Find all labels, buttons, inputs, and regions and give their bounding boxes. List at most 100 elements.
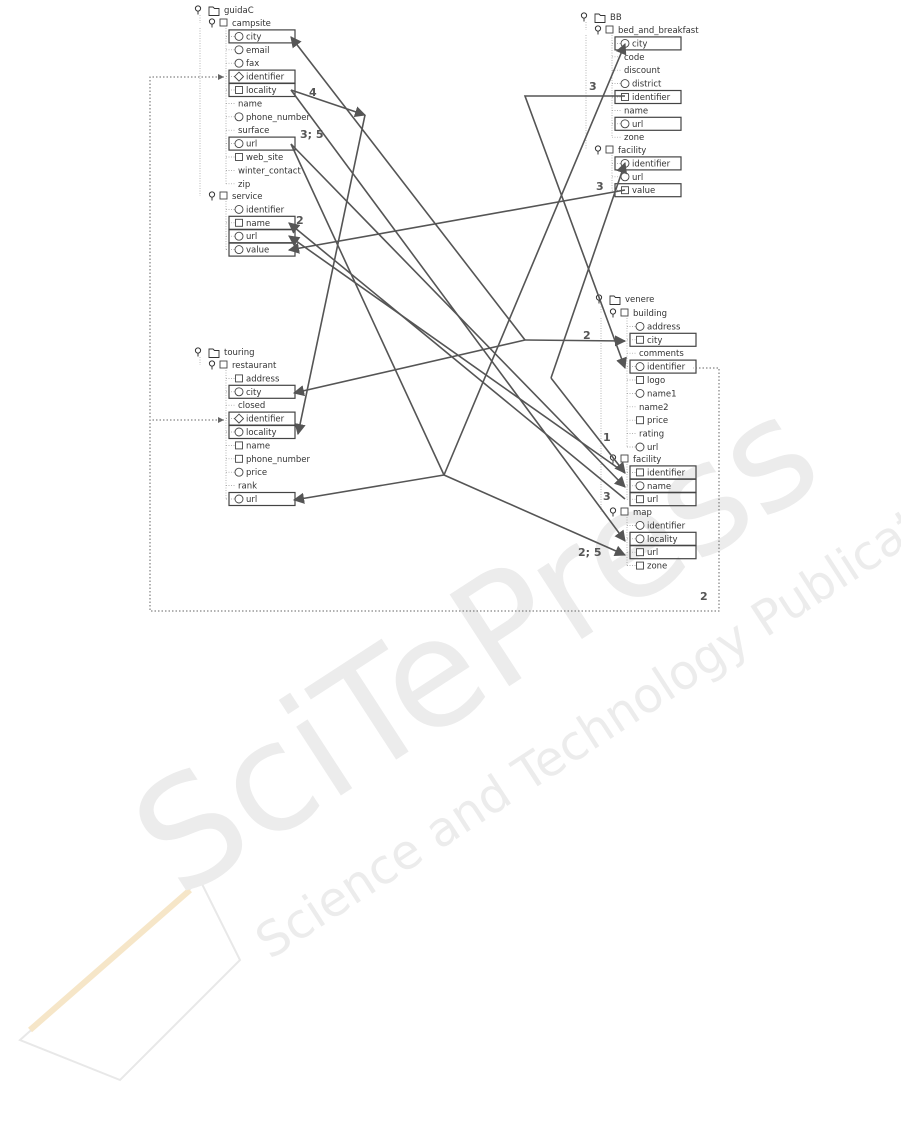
field-building-price[interactable]: price: [627, 416, 668, 426]
annotation-number: 1: [603, 431, 611, 444]
field-restaurant-name[interactable]: name: [226, 441, 270, 451]
field-label: discount: [624, 66, 661, 76]
field-service-value[interactable]: value: [226, 242, 296, 257]
field-label: surface: [238, 126, 269, 136]
field-campsite-email[interactable]: email: [226, 45, 269, 56]
field-restaurant-closed[interactable]: closed: [226, 401, 265, 411]
attribute-circle-icon: [635, 388, 645, 398]
field-building-name1[interactable]: name1: [627, 388, 677, 399]
field-building-identifier[interactable]: identifier: [627, 359, 697, 374]
field-restaurant-phone-number[interactable]: phone_number: [226, 455, 311, 465]
schema-tree-touring: touringrestaurantaddresscityclosedidenti…: [194, 347, 311, 507]
field-bed-and-breakfast-discount[interactable]: discount: [612, 66, 661, 76]
field-bed-and-breakfast-zone[interactable]: zone: [612, 133, 644, 143]
expand-pin-icon[interactable]: [594, 25, 602, 35]
field-map-zone[interactable]: zone: [627, 562, 667, 572]
attribute-circle-icon: [234, 387, 244, 397]
field-facility-url[interactable]: url: [627, 492, 697, 507]
field-bed-and-breakfast-district[interactable]: district: [612, 79, 662, 90]
field-building-url[interactable]: url: [627, 442, 658, 453]
field-facility-url[interactable]: url: [612, 172, 643, 183]
attribute-circle-icon: [234, 231, 244, 241]
field-bed-and-breakfast-city[interactable]: city: [612, 36, 682, 51]
field-campsite-phone-number[interactable]: phone_number: [226, 112, 311, 123]
arrow-to-restaurant-locality: [294, 114, 366, 436]
field-service-url[interactable]: url: [226, 229, 296, 244]
field-building-city[interactable]: city: [627, 332, 697, 347]
attribute-circle-icon: [234, 467, 244, 477]
field-campsite-identifier[interactable]: identifier: [226, 69, 296, 84]
element-square-icon: [219, 360, 228, 369]
field-service-identifier[interactable]: identifier: [226, 204, 285, 215]
field-building-logo[interactable]: logo: [627, 376, 665, 386]
field-campsite-zip[interactable]: zip: [226, 180, 250, 190]
field-campsite-winter-contact[interactable]: winter_contact: [226, 166, 301, 176]
expand-pin-icon[interactable]: [208, 18, 216, 28]
field-bed-and-breakfast-name[interactable]: name: [612, 106, 648, 116]
annotation-number: 4: [309, 86, 317, 99]
folder-icon: [594, 13, 606, 23]
tree-root-label: BB: [610, 13, 622, 23]
field-restaurant-price[interactable]: price: [226, 467, 267, 478]
field-campsite-url[interactable]: url: [226, 136, 296, 151]
field-label: name: [246, 441, 270, 451]
expand-pin-icon[interactable]: [594, 145, 602, 155]
mapping-arrows: [287, 36, 628, 557]
attribute-circle-icon: [234, 31, 244, 41]
annotation-number: 3: [596, 180, 604, 193]
attribute-circle-icon: [234, 427, 244, 437]
arrow-to-service-name: [288, 222, 626, 500]
arrow-url-to-facility-url: [290, 143, 626, 488]
field-label: web_site: [246, 153, 283, 163]
field-restaurant-url[interactable]: url: [226, 491, 296, 507]
expand-pin-icon[interactable]: [194, 347, 202, 357]
selected-field-box: [228, 136, 296, 151]
field-restaurant-address[interactable]: address: [226, 374, 280, 384]
field-campsite-city[interactable]: city: [226, 29, 296, 44]
expand-pin-icon[interactable]: [194, 5, 202, 15]
field-restaurant-city[interactable]: city: [226, 384, 296, 399]
attribute-circle-icon: [234, 494, 244, 504]
field-campsite-surface[interactable]: surface: [226, 126, 269, 136]
field-restaurant-identifier[interactable]: identifier: [226, 411, 296, 426]
expand-pin-icon[interactable]: [208, 360, 216, 370]
field-service-name[interactable]: name: [226, 215, 296, 230]
field-bed-and-breakfast-url[interactable]: url: [612, 116, 682, 131]
field-label: url: [246, 232, 257, 242]
field-label: email: [246, 46, 269, 56]
folder-icon: [609, 295, 621, 305]
field-bed-and-breakfast-identifier[interactable]: identifier: [612, 89, 682, 105]
field-campsite-web-site[interactable]: web_site: [226, 153, 283, 163]
tree-group-label: campsite: [232, 19, 271, 29]
field-map-identifier[interactable]: identifier: [627, 520, 686, 531]
field-building-rating[interactable]: rating: [627, 430, 664, 440]
expand-pin-icon[interactable]: [208, 191, 216, 201]
field-building-comments[interactable]: comments: [627, 349, 684, 359]
field-label: name: [647, 482, 671, 492]
element-square-icon: [620, 507, 629, 516]
attribute-square-icon: [235, 441, 243, 450]
field-restaurant-locality[interactable]: locality: [226, 424, 296, 440]
arrow-to-building-city: [524, 335, 627, 347]
tree-group-label: service: [232, 192, 262, 202]
field-campsite-locality[interactable]: locality: [226, 82, 296, 98]
field-label: address: [647, 322, 681, 332]
field-restaurant-rank[interactable]: rank: [226, 482, 257, 492]
field-label: identifier: [246, 73, 285, 83]
field-building-name2[interactable]: name2: [627, 403, 669, 413]
attribute-square-icon: [636, 335, 644, 344]
field-campsite-fax[interactable]: fax: [226, 58, 259, 69]
expand-pin-icon[interactable]: [609, 507, 617, 517]
field-campsite-name[interactable]: name: [226, 99, 262, 109]
field-facility-identifier[interactable]: identifier: [612, 156, 682, 171]
tree-group-building: buildingaddresscitycommentsidentifierlog…: [600, 304, 697, 453]
field-building-address[interactable]: address: [627, 321, 681, 332]
field-map-url[interactable]: url: [627, 545, 697, 560]
element-square-icon: [219, 191, 228, 200]
field-label: fax: [246, 59, 259, 69]
folder-icon: [208, 6, 220, 16]
expand-pin-icon[interactable]: [580, 12, 588, 22]
key-diamond-icon: [233, 413, 245, 424]
expand-pin-icon[interactable]: [609, 308, 617, 318]
field-label: name: [624, 106, 648, 116]
